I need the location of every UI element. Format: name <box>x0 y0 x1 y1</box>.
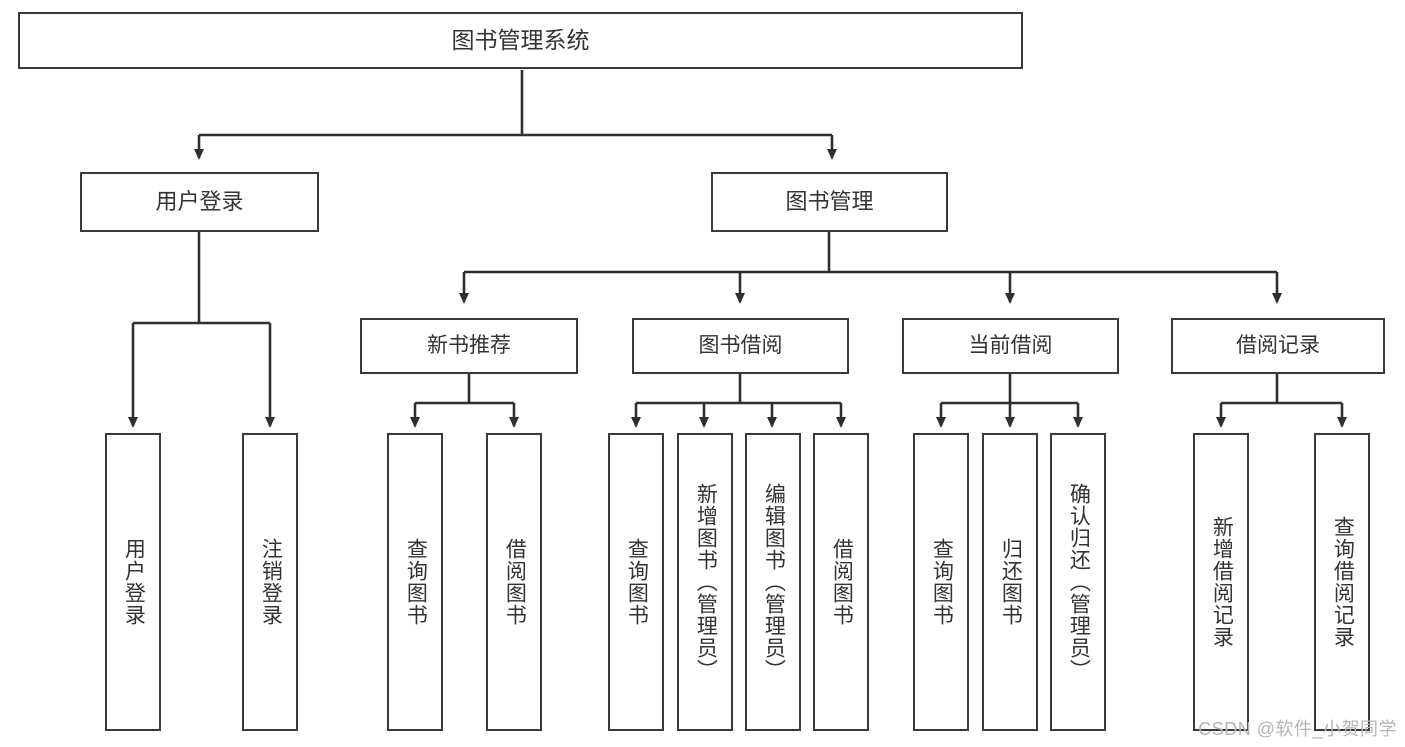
leaf-node-query-book-borrow[interactable]: 查询图书 <box>608 433 664 731</box>
node-label: 图书借阅 <box>698 333 783 357</box>
node-label: 新增借阅记录 <box>1210 516 1234 648</box>
leaf-node-borrow-book-recommend[interactable]: 借阅图书 <box>486 433 542 731</box>
leaf-node-logout-login[interactable]: 注销登录 <box>242 433 298 731</box>
node-label: 查询图书 <box>404 538 428 626</box>
node-label: 归还图书 <box>999 538 1023 626</box>
csdn-watermark: CSDN @软件_小贺同学 <box>1198 719 1397 739</box>
node-label: 借阅图书 <box>503 538 527 626</box>
leaf-node-edit-book[interactable]: 编辑图书（管理员） <box>745 433 801 731</box>
node-label: 查询图书 <box>625 538 649 626</box>
node-label: 查询借阅记录 <box>1331 516 1355 648</box>
node-label: 借阅图书 <box>830 538 854 626</box>
leaf-node-add-book[interactable]: 新增图书（管理员） <box>677 433 733 731</box>
node-label: 当前借阅 <box>968 333 1053 357</box>
leaf-node-borrow-book[interactable]: 借阅图书 <box>813 433 869 731</box>
node-label: 编辑图书（管理员） <box>762 483 786 681</box>
node-label: 借阅记录 <box>1236 333 1320 357</box>
node-current-borrow[interactable]: 当前借阅 <box>902 318 1119 374</box>
node-label: 注销登录 <box>259 538 283 626</box>
leaf-node-add-borrow-record[interactable]: 新增借阅记录 <box>1193 433 1249 731</box>
node-label: 图书管理 <box>785 189 874 215</box>
leaf-node-query-borrow-record[interactable]: 查询借阅记录 <box>1314 433 1370 731</box>
node-root-system[interactable]: 图书管理系统 <box>18 12 1023 69</box>
node-label: 用户登录 <box>122 538 146 626</box>
node-user-login[interactable]: 用户登录 <box>80 172 319 232</box>
node-label: 图书管理系统 <box>451 26 590 53</box>
leaf-node-user-login[interactable]: 用户登录 <box>105 433 161 731</box>
node-label: 新增图书（管理员） <box>694 483 718 681</box>
node-label: 新书推荐 <box>427 333 511 357</box>
node-borrow-record[interactable]: 借阅记录 <box>1171 318 1385 374</box>
leaf-node-query-book-recommend[interactable]: 查询图书 <box>387 433 443 731</box>
leaf-node-confirm-return[interactable]: 确认归还（管理员） <box>1050 433 1106 731</box>
node-new-book-recommend[interactable]: 新书推荐 <box>360 318 578 374</box>
node-label: 查询图书 <box>930 538 954 626</box>
node-label: 确认归还（管理员） <box>1067 483 1091 681</box>
leaf-node-query-book-current[interactable]: 查询图书 <box>913 433 969 731</box>
node-book-borrow[interactable]: 图书借阅 <box>632 318 849 374</box>
node-label: 用户登录 <box>155 189 244 215</box>
leaf-node-return-book[interactable]: 归还图书 <box>982 433 1038 731</box>
node-book-management[interactable]: 图书管理 <box>711 172 948 232</box>
